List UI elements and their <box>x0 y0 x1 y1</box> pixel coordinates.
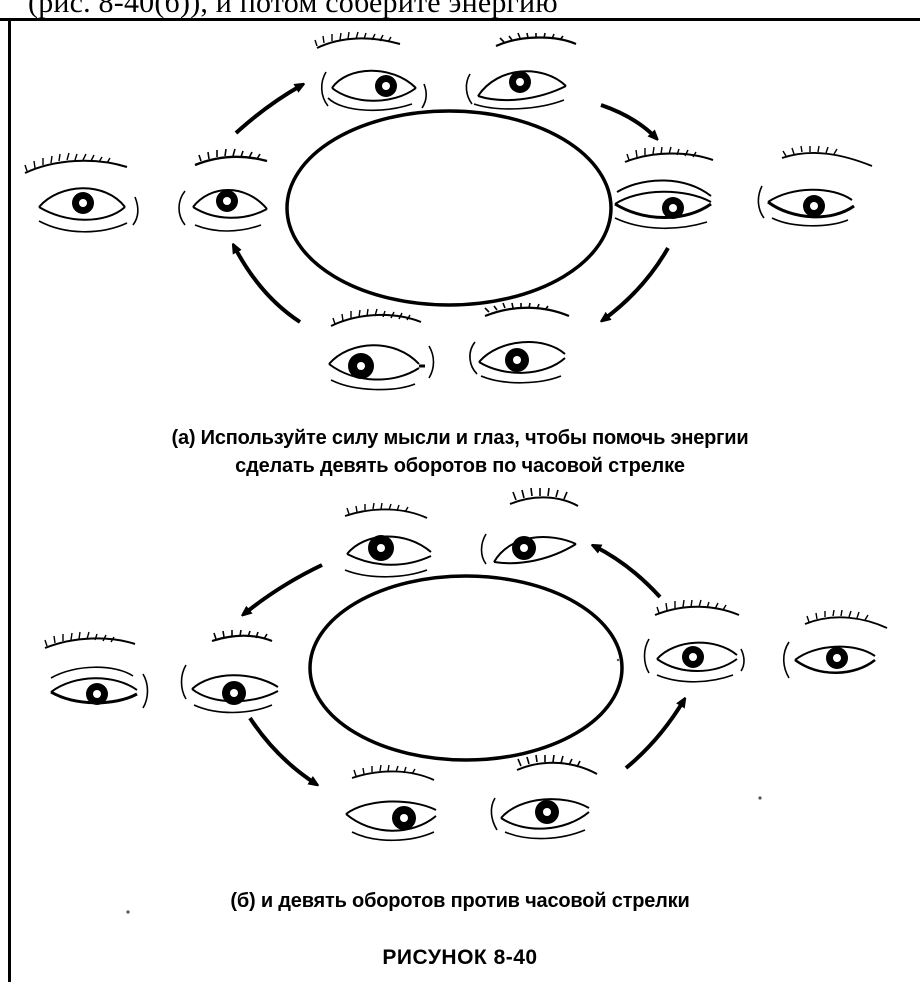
eye-b-inner-left <box>182 630 279 713</box>
panel-a <box>25 32 872 390</box>
panel-a-arrow-lower-left <box>234 246 300 322</box>
eye-b-far-right <box>784 610 887 678</box>
panel-a-arrow-lower-right <box>603 248 668 320</box>
panel-b-arrow-top-left <box>244 565 322 614</box>
panel-b-ellipse <box>310 576 622 760</box>
scan-specks <box>126 659 761 914</box>
panel-b <box>45 488 887 840</box>
panel-a-caption-line2: сделать девять оборотов по часовой стрел… <box>0 452 920 480</box>
eye-a-inner-left <box>179 149 267 231</box>
eye-a-far-right <box>758 146 872 226</box>
panel-a-caption: (а) Используйте силу мысли и глаз, чтобы… <box>0 424 920 480</box>
eye-a-top-left <box>315 32 426 110</box>
eye-b-inner-right <box>645 600 745 682</box>
figure-label: РИСУНОК 8-40 <box>0 946 920 970</box>
eye-b-bottom-right <box>491 755 597 839</box>
panel-b-caption: (б) и девять оборотов против часовой стр… <box>0 887 920 915</box>
panel-b-caption-line1: (б) и девять оборотов против часовой стр… <box>0 887 920 915</box>
eye-b-top-left <box>345 503 431 577</box>
panel-a-arrow-right-down <box>601 105 656 138</box>
eye-b-far-left <box>45 632 148 708</box>
eye-a-far-left <box>25 153 138 232</box>
panel-a-arrow-left-up <box>236 85 302 133</box>
panel-b-arrow-lower-left <box>250 718 316 784</box>
eye-a-inner-right <box>615 147 713 228</box>
eye-a-bottom-left <box>329 309 434 390</box>
panel-a-ellipse <box>287 111 611 305</box>
panel-b-arrow-lower-right <box>626 700 684 768</box>
panel-a-caption-line1: (а) Используйте силу мысли и глаз, чтобы… <box>0 424 920 452</box>
panel-b-arrow-upper-right <box>594 546 660 597</box>
eye-b-top-right <box>482 488 579 564</box>
eye-b-bottom-left <box>346 765 436 840</box>
eye-a-bottom-right <box>470 303 569 383</box>
eye-a-top-right <box>466 33 576 109</box>
